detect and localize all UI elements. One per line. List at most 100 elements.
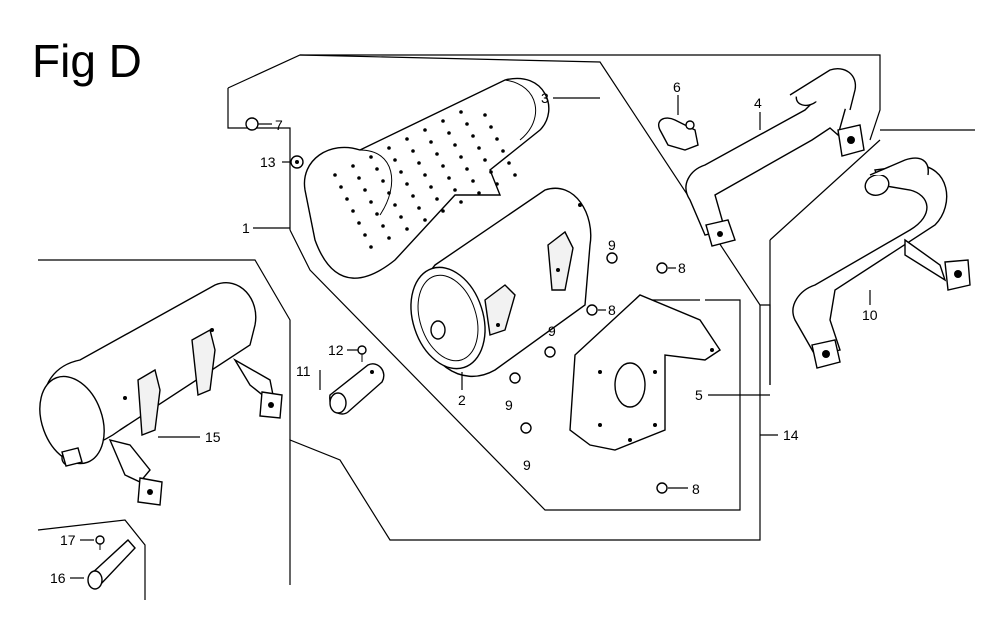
perforation-hole [441,164,445,168]
heat-shield-part-3 [303,77,550,279]
callout-15: 15 [205,429,221,445]
perforation-hole [369,245,373,249]
callout-8-lower: 8 [692,481,700,497]
callout-13: 13 [260,154,276,170]
muffler-part-15 [39,282,283,506]
perforation-hole [381,179,385,183]
perforation-hole [423,128,427,132]
perforation-hole [435,197,439,201]
perforation-hole [375,167,379,171]
perforation-hole [357,221,361,225]
perforation-hole [399,170,403,174]
callout-9-c: 9 [505,397,513,413]
perforation-hole [393,203,397,207]
callout-1: 1 [242,220,250,236]
callout-7: 7 [275,117,283,133]
callout-8-middle: 8 [608,302,616,318]
spark-arrester-part-16 [87,538,136,590]
perforation-hole [471,134,475,138]
perforation-hole [465,122,469,126]
perforation-hole [483,113,487,117]
perforation-hole [369,200,373,204]
perforation-hole [357,176,361,180]
perforation-hole [375,212,379,216]
exhaust-pipe-part-4 [685,68,865,247]
callout-9-a: 9 [608,237,616,253]
bracket-part-5 [569,294,721,451]
perforation-hole [453,188,457,192]
perforation-hole [507,161,511,165]
leader-lines [70,95,871,579]
perforation-hole [441,209,445,213]
perforation-hole [459,200,463,204]
screw-part-17 [95,535,105,550]
perforation-hole [489,125,493,129]
perforation-hole [489,170,493,174]
callout-17: 17 [60,532,76,548]
perforation-hole [369,155,373,159]
perforation-hole [501,149,505,153]
perforation-hole [447,131,451,135]
figure-title: Fig D [32,35,142,87]
perforation-hole [447,176,451,180]
perforation-hole [477,146,481,150]
callouts: 1 2 3 4 5 6 7 8 8 8 9 9 9 9 10 11 12 13 … [50,79,878,586]
perforation-hole [387,236,391,240]
callout-8-upper: 8 [678,260,686,276]
perforation-hole [435,152,439,156]
perforation-hole [453,143,457,147]
perforation-hole [351,209,355,213]
perforation-hole [465,167,469,171]
perforation-hole [513,173,517,177]
perforation-hole [411,194,415,198]
perforation-hole [411,149,415,153]
perforation-hole [423,218,427,222]
perforation-hole [387,191,391,195]
perforation-hole [459,110,463,114]
callout-9-d: 9 [523,457,531,473]
perforation-hole [363,188,367,192]
exhaust-pipe-part-10 [792,157,971,369]
callout-10: 10 [862,307,878,323]
perforation-hole [429,140,433,144]
callout-5: 5 [695,387,703,403]
perforation-hole [441,119,445,123]
perforation-hole [495,182,499,186]
perforation-hole [363,233,367,237]
fasteners [245,117,668,494]
perforation-hole [345,197,349,201]
callout-4: 4 [754,95,762,111]
spark-arrester-part-11 [329,363,385,415]
perforation-hole [423,173,427,177]
clamp-part-6 [658,117,699,151]
callout-6: 6 [673,79,681,95]
perforation-hole [459,155,463,159]
perforation-hole [417,161,421,165]
muffler-part-2 [410,187,592,377]
callout-12: 12 [328,342,344,358]
perforation-hole [393,158,397,162]
perforation-hole [387,146,391,150]
callout-16: 16 [50,570,66,586]
perforation-hole [405,137,409,141]
perforation-hole [339,185,343,189]
callout-11: 11 [296,363,311,379]
perforation-hole [471,179,475,183]
perforation-hole [495,137,499,141]
perforation-hole [405,182,409,186]
group-frame-lines [37,54,975,600]
perforation-hole [483,158,487,162]
perforation-hole [477,191,481,195]
callout-9-b: 9 [548,323,556,339]
callout-14: 14 [783,427,799,443]
perforation-hole [399,215,403,219]
callout-3: 3 [541,90,549,106]
perforation-hole [351,164,355,168]
perforation-hole [333,173,337,177]
perforation-hole [381,224,385,228]
callout-2: 2 [458,392,466,408]
screw-part-12 [357,345,367,362]
perforation-hole [405,227,409,231]
